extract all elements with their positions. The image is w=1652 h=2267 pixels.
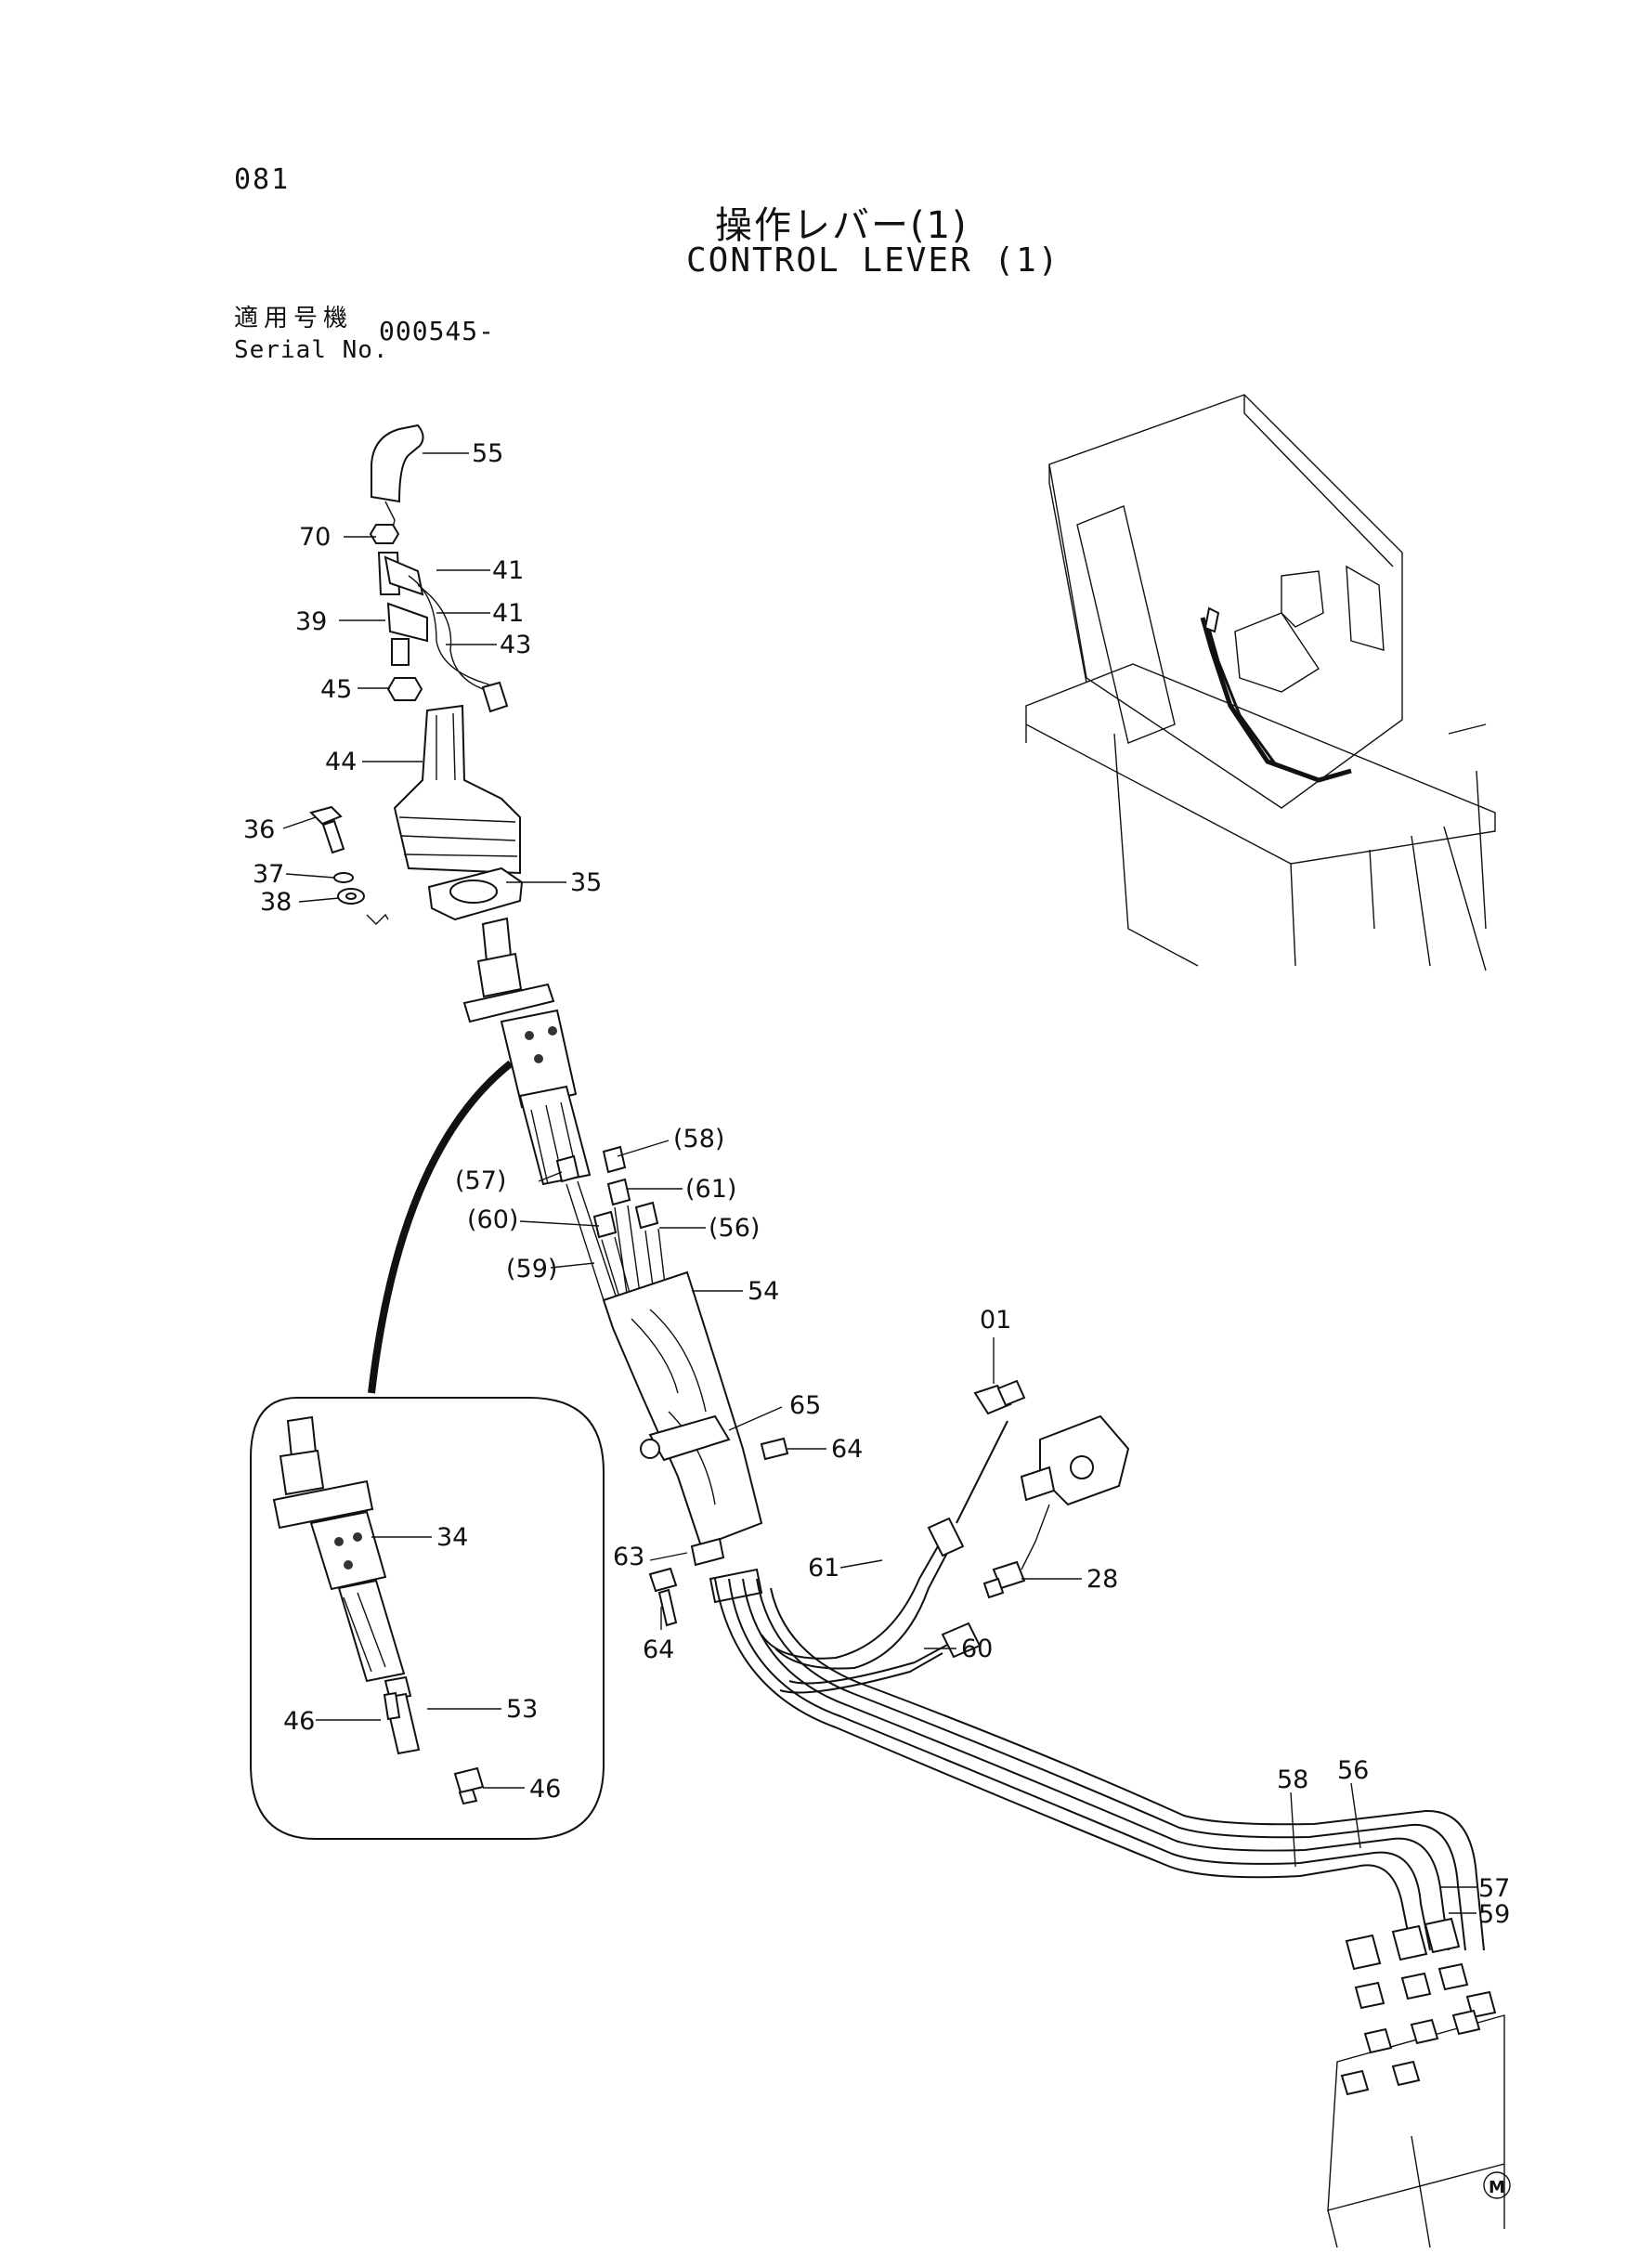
cab-illustration — [1025, 394, 1496, 971]
callout-37: 37 — [253, 860, 284, 889]
control-valve — [1327, 1917, 1505, 2248]
callout-46: 46 — [283, 1707, 315, 1736]
callout-53: 53 — [506, 1695, 538, 1724]
callout-55: 55 — [472, 439, 503, 468]
callout-46: 46 — [529, 1775, 561, 1804]
callout-01: 01 — [980, 1306, 1011, 1335]
callout-58: 58 — [1277, 1765, 1308, 1794]
inset-detail — [250, 1397, 605, 1840]
serial-label: Serial No. — [234, 336, 389, 364]
callout-57-ref: (57) — [455, 1166, 506, 1195]
callout-61-ref: (61) — [685, 1175, 736, 1204]
callout-58-ref: (58) — [673, 1125, 724, 1153]
callout-41: 41 — [492, 599, 524, 628]
callout-65: 65 — [789, 1391, 821, 1420]
callout-44: 44 — [325, 748, 357, 776]
hose-bundle — [555, 1145, 1485, 1951]
callout-35: 35 — [570, 868, 602, 897]
callout-43: 43 — [500, 631, 531, 659]
callout-36: 36 — [243, 815, 275, 844]
callout-28: 28 — [1086, 1565, 1118, 1594]
serial-number-value: 000545- — [379, 316, 496, 346]
callout-39: 39 — [295, 607, 327, 636]
registered-mark-letter: M — [1489, 2178, 1505, 2197]
callout-41: 41 — [492, 556, 524, 585]
callout-70: 70 — [299, 523, 331, 552]
callout-59-ref: (59) — [506, 1255, 557, 1283]
callout-59: 59 — [1478, 1900, 1510, 1929]
callout-60-ref: (60) — [467, 1205, 518, 1234]
callout-56-ref: (56) — [709, 1214, 760, 1243]
serial-label-japanese: 適用号機 — [234, 305, 354, 332]
callout-57: 57 — [1478, 1874, 1510, 1903]
callout-64: 64 — [831, 1435, 863, 1464]
callout-54: 54 — [748, 1277, 779, 1306]
leader-lines — [282, 452, 1476, 1914]
callout-38: 38 — [260, 888, 292, 917]
page-number: 081 — [234, 163, 291, 196]
callout-34: 34 — [436, 1523, 468, 1552]
callout-63: 63 — [613, 1543, 644, 1571]
callout-61: 61 — [808, 1554, 839, 1583]
callout-60: 60 — [961, 1635, 993, 1663]
page-title-japanese: 操作レバー(1) — [715, 204, 969, 247]
registered-mark: M — [1483, 2171, 1511, 2199]
callout-56: 56 — [1337, 1756, 1369, 1785]
callout-45: 45 — [320, 675, 352, 704]
callout-labels: 55 70 41 39 41 43 45 44 36 37 38 35 (58)… — [243, 439, 1510, 1929]
page-title: CONTROL LEVER (1) — [686, 241, 1060, 280]
callout-64: 64 — [643, 1635, 674, 1664]
